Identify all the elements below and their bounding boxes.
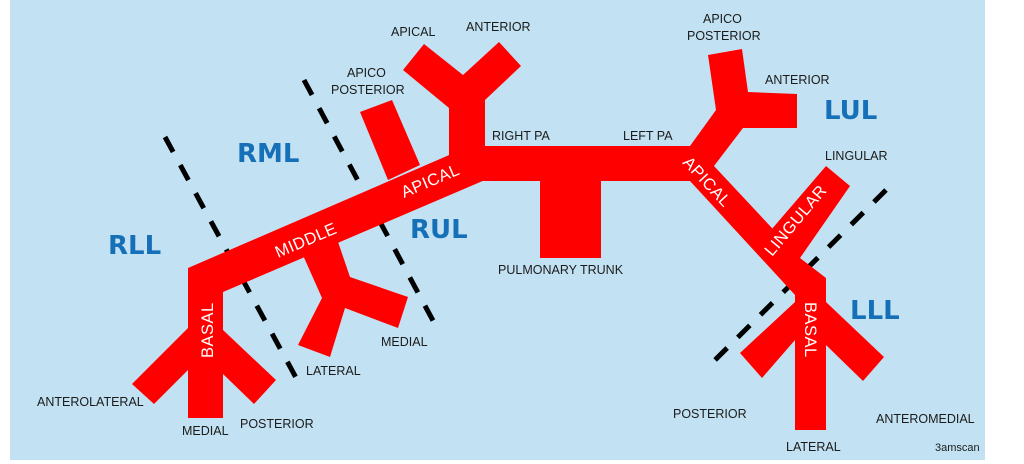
rml-vessel xyxy=(298,239,408,357)
lll-anteromedial-vessel xyxy=(826,302,884,381)
label-rul-apico-posterior-2: POSTERIOR xyxy=(331,83,405,97)
pulmonary-trunk-vessel xyxy=(540,181,601,258)
rul-apical-anterior-vessel xyxy=(403,42,521,181)
lobe-label-rll: RLL xyxy=(108,231,161,261)
left-trunk-vessel xyxy=(690,49,826,330)
rll-posterior-vessel xyxy=(223,330,276,404)
fissure-lul-lll xyxy=(710,188,888,365)
label-left-pa: LEFT PA xyxy=(623,129,673,143)
label-rll-medial: MEDIAL xyxy=(182,424,229,438)
lobe-label-rml: RML xyxy=(237,139,299,169)
lobe-label-lll: LLL xyxy=(850,296,900,326)
main-pa-band xyxy=(460,146,696,181)
label-lul-apico-posterior-2: POSTERIOR xyxy=(687,29,761,43)
lll-lateral-vessel xyxy=(795,310,826,430)
vessel-tree xyxy=(132,42,884,430)
label-rml-lateral: LATERAL xyxy=(306,364,361,378)
label-rul-anterior: ANTERIOR xyxy=(466,20,531,34)
rul-apico-posterior-vessel xyxy=(360,100,420,180)
lll-posterior-vessel xyxy=(740,302,795,378)
credit-label: 3amscan xyxy=(935,442,980,454)
label-left-basal-trunk: BASAL xyxy=(801,302,819,358)
label-lul-anterior: ANTERIOR xyxy=(765,73,830,87)
label-pulmonary-trunk: PULMONARY TRUNK xyxy=(498,263,624,277)
lobe-label-lul: LUL xyxy=(824,96,877,126)
label-lul-apico-posterior-1: APICO xyxy=(703,12,742,26)
label-right-basal-trunk: BASAL xyxy=(199,302,217,358)
label-rul-apico-posterior-1: APICO xyxy=(347,66,386,80)
label-lll-lateral: LATERAL xyxy=(786,440,841,454)
label-rul-apical: APICAL xyxy=(391,25,436,39)
label-right-pa: RIGHT PA xyxy=(492,129,551,143)
lobe-label-rul: RUL xyxy=(410,215,468,245)
label-lll-posterior: POSTERIOR xyxy=(673,407,747,421)
label-rll-posterior: POSTERIOR xyxy=(240,417,314,431)
label-lingular: LINGULAR xyxy=(825,149,888,163)
lingular-vessel xyxy=(765,166,850,258)
label-rml-medial: MEDIAL xyxy=(381,335,428,349)
rll-anterolateral-vessel xyxy=(132,328,188,404)
label-rll-anterolateral: ANTEROLATERAL xyxy=(37,395,144,409)
label-lll-anteromedial: ANTEROMEDIAL xyxy=(876,412,975,426)
right-trunk-vessel xyxy=(188,146,485,418)
